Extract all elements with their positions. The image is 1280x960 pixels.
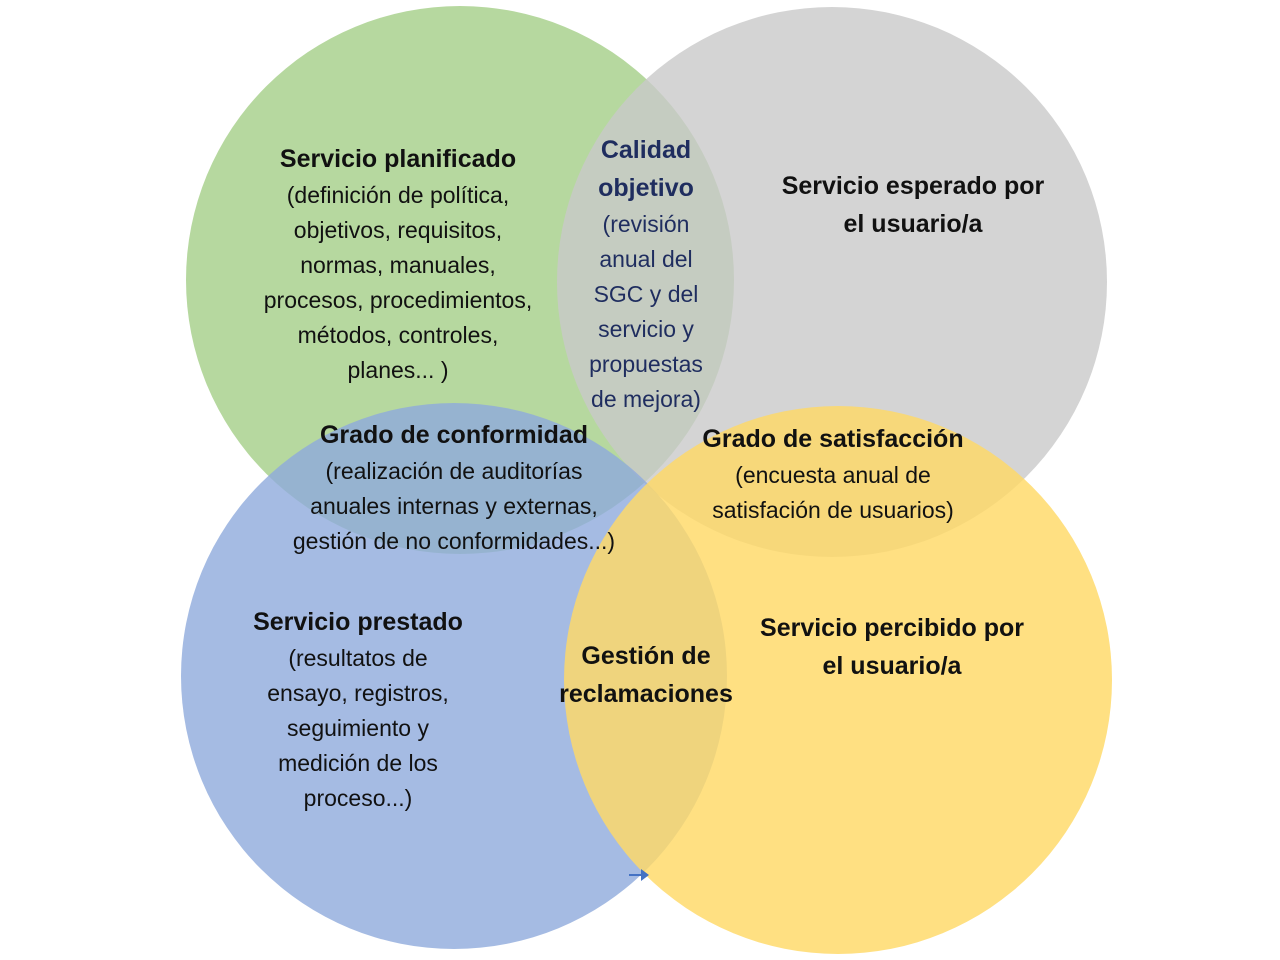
conformity-title: Grado de conformidad (319, 421, 589, 449)
region-perceived: Servicio percibido por el usuario/a (727, 609, 1057, 685)
connector-arrow (629, 869, 649, 881)
region-delivered: Servicio prestado (resultatos de ensayo,… (218, 603, 498, 816)
quality-objective-detail: (revisión anual del SGC y del servicio y… (589, 211, 703, 412)
satisfaction-detail: (encuesta anual de satisfación de usuari… (712, 462, 954, 523)
region-satisfaction: Grado de satisfacción (encuesta anual de… (668, 420, 998, 528)
delivered-detail: (resultatos de ensayo, registros, seguim… (267, 645, 449, 811)
region-complaints: Gestión de reclamaciones (540, 637, 752, 713)
perceived-title: Servicio percibido por el usuario/a (760, 614, 1024, 680)
expected-title: Servicio esperado por el usuario/a (781, 172, 1045, 238)
quality-objective-title: Calidad objetivo (598, 136, 694, 202)
planned-detail: (definición de política, objetivos, requ… (263, 182, 533, 383)
region-expected: Servicio esperado por el usuario/a (748, 167, 1078, 243)
region-quality-objective: Calidad objetivo (revisión anual del SGC… (566, 131, 726, 417)
circle-expected (557, 7, 1107, 557)
planned-title: Servicio planificado (279, 145, 517, 173)
delivered-title: Servicio prestado (253, 608, 463, 636)
circle-delivered (181, 403, 727, 949)
region-conformity: Grado de conformidad (realización de aud… (244, 416, 664, 559)
satisfaction-title: Grado de satisfacción (702, 425, 964, 453)
complaints-title: Gestión de reclamaciones (559, 642, 733, 708)
region-planned: Servicio planificado (definición de polí… (228, 140, 568, 388)
circle-perceived (564, 406, 1112, 954)
conformity-detail: (realización de auditorías anuales inter… (292, 458, 616, 554)
